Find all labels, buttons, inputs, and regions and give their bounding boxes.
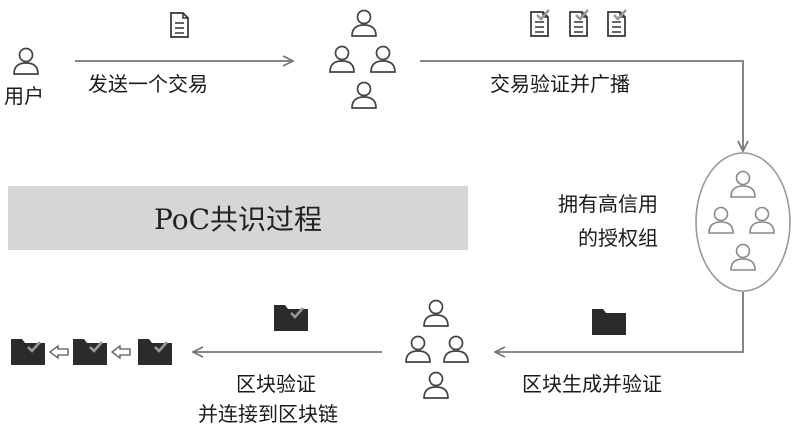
new-block-folder-icon: [592, 309, 626, 335]
title-banner: PoC共识过程: [8, 186, 468, 250]
block-link-label-line1: 区块验证: [236, 372, 316, 396]
blockchain-icon: [11, 339, 172, 365]
authorized-group-icon: [695, 152, 791, 292]
arrow-broadcast: [420, 60, 743, 150]
verify-broadcast-label: 交易验证并广播: [490, 72, 630, 96]
block-link-label-line2: 并连接到区块链: [198, 402, 338, 426]
block-generate-label: 区块生成并验证: [522, 372, 662, 396]
chain-link-icon: [48, 344, 69, 360]
authorized-group-label-line1: 拥有高信用: [558, 192, 658, 216]
send-transaction-label: 发送一个交易: [88, 72, 208, 96]
verified-document-icon: [569, 8, 590, 37]
verified-document-icon: [607, 8, 628, 37]
verified-document-icon: [530, 8, 551, 37]
verifying-nodes-icon: [405, 299, 469, 399]
user-icon: [13, 47, 39, 75]
verified-block-folder-icon: [274, 305, 308, 331]
page-title: PoC共识过程: [154, 203, 322, 236]
arrow-generate: [496, 292, 744, 352]
user-label: 用户: [4, 84, 44, 108]
transaction-document-icon: [170, 12, 189, 38]
network-nodes-icon: [329, 9, 396, 109]
chain-link-icon: [110, 344, 131, 360]
authorized-group-label-line2: 的授权组: [578, 226, 658, 250]
